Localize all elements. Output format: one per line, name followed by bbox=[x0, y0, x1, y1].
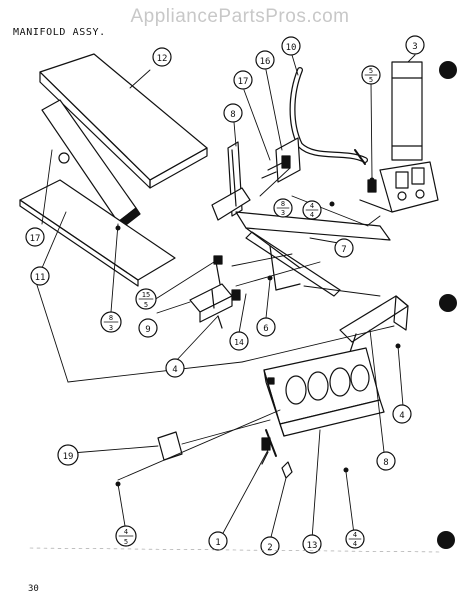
fraction-callout-igniter: 15 5 bbox=[135, 288, 157, 310]
flame-sensor-part bbox=[261, 429, 277, 465]
callout-17-pilot: 17 bbox=[233, 70, 253, 90]
callout-13: 13 bbox=[302, 534, 322, 554]
svg-text:9: 9 bbox=[145, 325, 150, 335]
callout-6: 6 bbox=[256, 317, 276, 337]
svg-text:5: 5 bbox=[144, 301, 148, 309]
callout-9: 9 bbox=[138, 318, 158, 338]
svg-text:10: 10 bbox=[286, 43, 297, 53]
callout-4-igniter: 4 bbox=[165, 358, 185, 378]
burner-port-1 bbox=[285, 375, 307, 405]
svg-text:3: 3 bbox=[281, 209, 285, 217]
top-panel-part bbox=[39, 53, 208, 189]
svg-text:8: 8 bbox=[109, 314, 113, 322]
fraction-callout-rail: 4 4 bbox=[302, 200, 322, 220]
callout-1: 1 bbox=[208, 531, 228, 551]
diagram-title: MANIFOLD ASSY. bbox=[13, 27, 106, 38]
svg-text:5: 5 bbox=[369, 67, 373, 75]
svg-text:3: 3 bbox=[109, 324, 113, 332]
callout-3: 3 bbox=[405, 35, 425, 55]
svg-text:17: 17 bbox=[238, 77, 249, 87]
page-number: 30 bbox=[28, 584, 39, 594]
manifold-rail-part bbox=[235, 211, 391, 297]
fasteners bbox=[115, 177, 401, 487]
right-bracket-part bbox=[339, 295, 409, 353]
svg-text:17: 17 bbox=[30, 234, 41, 244]
callout-19: 19 bbox=[57, 444, 79, 466]
fraction-callout-bottom-right: 4 4 bbox=[345, 529, 365, 549]
svg-text:4: 4 bbox=[124, 528, 128, 536]
left-bracket-part bbox=[211, 141, 251, 221]
svg-text:4: 4 bbox=[310, 211, 314, 219]
fraction-callout-left: 8 3 bbox=[100, 311, 122, 333]
svg-text:15: 15 bbox=[142, 291, 150, 299]
callout-8-left-bracket: 8 bbox=[223, 103, 243, 123]
svg-text:8: 8 bbox=[383, 458, 388, 468]
binder-hole-bottom bbox=[437, 531, 455, 549]
callout-2: 2 bbox=[260, 536, 280, 556]
gas-tube-part bbox=[289, 67, 368, 165]
svg-text:14: 14 bbox=[234, 338, 244, 347]
watermark-text: AppliancePartsPros.com bbox=[130, 6, 350, 27]
svg-text:3: 3 bbox=[412, 42, 417, 52]
scan-artifact-line bbox=[29, 547, 441, 553]
callout-8-right-bracket: 8 bbox=[376, 451, 396, 471]
svg-text:16: 16 bbox=[260, 57, 271, 67]
leader-lines bbox=[35, 54, 416, 542]
svg-text:4: 4 bbox=[172, 365, 177, 375]
shield-plate-part bbox=[157, 431, 183, 461]
svg-text:4: 4 bbox=[399, 411, 404, 421]
binder-hole-top bbox=[439, 61, 457, 79]
callout-11: 11 bbox=[30, 266, 50, 286]
callout-10: 10 bbox=[281, 36, 301, 56]
svg-text:6: 6 bbox=[263, 324, 268, 334]
binder-hole-middle bbox=[439, 294, 457, 312]
svg-text:4: 4 bbox=[353, 531, 357, 539]
callout-7: 7 bbox=[334, 238, 354, 258]
burner-port-2 bbox=[307, 371, 329, 401]
fraction-callout-valve: 5 5 bbox=[361, 65, 381, 85]
svg-text:1: 1 bbox=[215, 538, 220, 548]
burner-port-4 bbox=[350, 364, 370, 392]
svg-text:5: 5 bbox=[124, 538, 128, 546]
igniter-part bbox=[189, 255, 241, 329]
svg-text:11: 11 bbox=[35, 273, 46, 283]
callout-16: 16 bbox=[255, 50, 275, 70]
svg-text:13: 13 bbox=[307, 541, 318, 551]
callout-4-right: 4 bbox=[392, 404, 412, 424]
fraction-callout-center: 8 3 bbox=[273, 198, 293, 218]
callout-12: 12 bbox=[152, 47, 172, 67]
svg-text:5: 5 bbox=[369, 76, 373, 84]
svg-text:8: 8 bbox=[281, 200, 285, 208]
burner-holder-part bbox=[263, 347, 385, 437]
svg-text:4: 4 bbox=[310, 202, 314, 210]
baffle-hole bbox=[58, 152, 70, 164]
svg-text:4: 4 bbox=[353, 540, 357, 548]
svg-text:8: 8 bbox=[230, 110, 235, 120]
fraction-callout-bottom-left: 4 5 bbox=[115, 525, 137, 547]
svg-text:19: 19 bbox=[63, 452, 74, 462]
svg-text:7: 7 bbox=[341, 245, 346, 255]
svg-text:12: 12 bbox=[157, 54, 168, 64]
gas-valve-part bbox=[359, 61, 439, 213]
burner-port-3 bbox=[329, 367, 351, 397]
svg-text:2: 2 bbox=[267, 543, 272, 553]
spring-clip-part bbox=[281, 461, 293, 479]
callout-17-left: 17 bbox=[25, 227, 45, 247]
callout-14: 14 bbox=[229, 331, 249, 351]
